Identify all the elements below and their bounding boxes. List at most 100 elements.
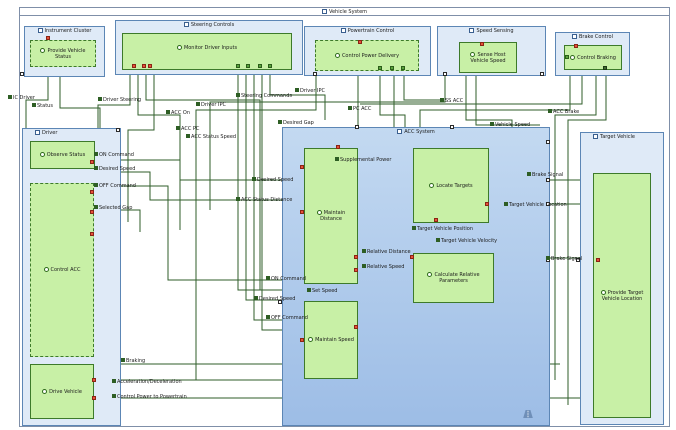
port[interactable]	[434, 218, 438, 222]
port[interactable]	[300, 338, 304, 342]
sense-host-vehicle-speed-label: Sense Host Vehicle Speed	[470, 51, 506, 64]
provide-target-vehicle-location-function[interactable]: Provide Target Vehicle Location	[593, 173, 651, 418]
port[interactable]	[596, 258, 600, 262]
port[interactable]	[300, 165, 304, 169]
port[interactable]	[485, 202, 489, 206]
road-icon	[523, 410, 533, 418]
port[interactable]	[546, 178, 550, 182]
port[interactable]	[565, 55, 569, 59]
port[interactable]	[20, 72, 24, 76]
drive-vehicle-function[interactable]: Drive Vehicle	[30, 364, 94, 419]
wire-bc-2	[360, 74, 583, 105]
steering-controls-title: Steering Controls	[190, 22, 235, 28]
maintain-distance-function[interactable]: Maintain Distance	[304, 148, 358, 284]
monitor-driver-inputs-function[interactable]: Monitor Driver Inputs	[122, 33, 292, 70]
powertrain-control-component[interactable]: Powertrain Control Control Power Deliver…	[304, 26, 431, 76]
port[interactable]	[313, 72, 317, 76]
port[interactable]	[278, 300, 282, 304]
port[interactable]	[116, 128, 120, 132]
flow-label-braking: Braking	[121, 358, 145, 364]
port[interactable]	[390, 66, 394, 70]
port[interactable]	[401, 66, 405, 70]
port[interactable]	[546, 202, 550, 206]
wire-steering-5	[237, 68, 302, 291]
port[interactable]	[540, 72, 544, 76]
wire-bc-3	[554, 74, 597, 380]
port[interactable]	[148, 64, 152, 68]
component-icon	[593, 134, 598, 139]
control-braking-function[interactable]: Control Braking	[564, 45, 622, 70]
flow-label-desired-speed: Desired Speed	[94, 166, 135, 172]
flow-icon	[504, 202, 508, 206]
calculate-relative-parameters-function[interactable]: Calculate Relative Parameters	[413, 253, 494, 303]
port[interactable]	[443, 72, 447, 76]
wire-steering-4	[127, 68, 155, 222]
port[interactable]	[90, 232, 94, 236]
powertrain-control-title: Powertrain Control	[347, 28, 395, 34]
flow-label-acc-status-distance: ACC Status Distance	[236, 197, 292, 203]
component-icon	[183, 22, 189, 27]
brake-control-component[interactable]: Brake Control Control Braking	[555, 32, 630, 76]
flow-icon	[94, 205, 98, 209]
port[interactable]	[358, 40, 362, 44]
port[interactable]	[258, 64, 262, 68]
port[interactable]	[90, 210, 94, 214]
locate-targets-function[interactable]: Locate Targets	[413, 148, 489, 223]
sense-host-vehicle-speed-function[interactable]: Sense Host Vehicle Speed	[459, 42, 517, 73]
port[interactable]	[576, 258, 580, 262]
port[interactable]	[410, 255, 414, 259]
function-icon	[470, 51, 476, 57]
port[interactable]	[354, 268, 358, 272]
port[interactable]	[354, 325, 358, 329]
driver-component[interactable]: Driver Observe Status Control ACC Drive …	[22, 128, 121, 426]
port[interactable]	[336, 145, 340, 149]
speed-sensing-component[interactable]: Speed Sensing Sense Host Vehicle Speed	[437, 26, 546, 76]
port[interactable]	[354, 255, 358, 259]
component-icon	[37, 28, 43, 33]
control-acc-function[interactable]: Control ACC	[30, 183, 94, 357]
flow-icon	[112, 379, 116, 383]
port[interactable]	[546, 140, 550, 144]
flow-label-ic-driver: IC Driver	[8, 95, 35, 101]
flow-icon	[335, 157, 339, 161]
acc-system-component[interactable]: ACC System Maintain Distance Locate Targ…	[282, 127, 550, 426]
control-power-delivery-function[interactable]: Control Power Delivery	[315, 40, 419, 71]
component-icon	[469, 28, 475, 33]
port[interactable]	[142, 64, 146, 68]
port[interactable]	[480, 42, 484, 46]
function-icon	[570, 54, 576, 60]
flow-label-brake-signal-2: Brake Signal	[546, 256, 582, 262]
port[interactable]	[132, 64, 136, 68]
port[interactable]	[236, 64, 240, 68]
flow-icon	[112, 394, 116, 398]
flow-label-vehicle-speed: Vehicle Speed	[490, 122, 530, 128]
instrument-cluster-component[interactable]: Instrument Cluster Provide Vehicle Statu…	[24, 26, 105, 77]
port[interactable]	[450, 125, 454, 129]
flow-label-acc-brake: ACC Brake	[548, 109, 579, 115]
provide-vehicle-status-function[interactable]: Provide Vehicle Status	[30, 40, 96, 67]
port[interactable]	[378, 66, 382, 70]
port[interactable]	[46, 36, 50, 40]
drive-vehicle-label: Drive Vehicle	[49, 388, 82, 395]
port[interactable]	[300, 210, 304, 214]
system-icon	[321, 9, 327, 14]
port[interactable]	[574, 44, 578, 48]
acc-system-title: ACC System	[404, 129, 435, 135]
port[interactable]	[92, 396, 96, 400]
port[interactable]	[92, 378, 96, 382]
port[interactable]	[90, 160, 94, 164]
flow-icon	[196, 102, 200, 106]
flow-icon	[186, 134, 190, 138]
provide-target-vehicle-location-label: Provide Target Vehicle Location	[601, 289, 644, 302]
port[interactable]	[246, 64, 250, 68]
target-vehicle-component[interactable]: Target Vehicle Provide Target Vehicle Lo…	[580, 132, 664, 425]
port[interactable]	[90, 190, 94, 194]
observe-status-function[interactable]: Observe Status	[30, 141, 95, 169]
flow-label-ss-acc: SS ACC	[440, 98, 463, 104]
port[interactable]	[603, 66, 607, 70]
flow-icon	[8, 95, 12, 99]
port[interactable]	[355, 125, 359, 129]
port[interactable]	[268, 64, 272, 68]
maintain-speed-function[interactable]: Maintain Speed	[304, 301, 358, 379]
wire-ic-driver	[25, 70, 49, 128]
